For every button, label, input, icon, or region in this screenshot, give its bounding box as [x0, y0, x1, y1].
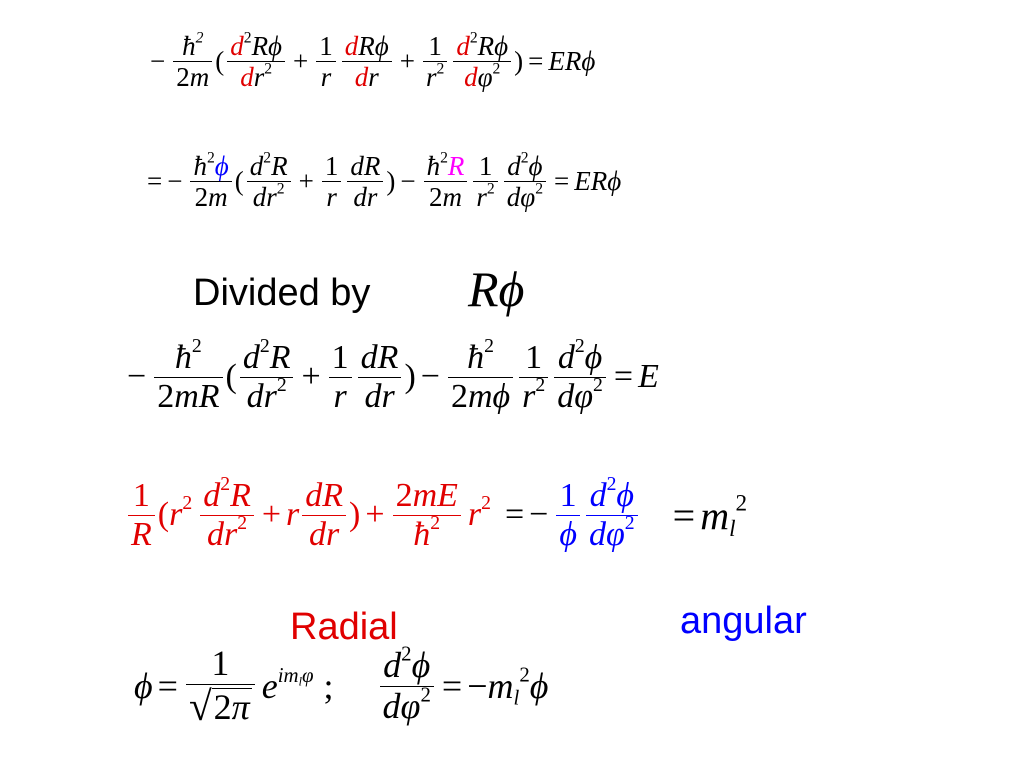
sqrt-symbol: √: [188, 682, 212, 729]
divisor-Rphi: Rϕ: [468, 261, 525, 317]
angular-label: angular: [680, 600, 807, 642]
rhs-ERphi: ERϕ: [548, 46, 596, 77]
divided-by-label: Divided by: [193, 272, 371, 314]
paren-open: (: [215, 46, 225, 77]
radial-label: Radial: [290, 606, 398, 648]
minus-sign: −: [150, 46, 166, 77]
fraction-1-over-sqrt-2pi: 1 √2π: [185, 644, 255, 729]
separation-constant: ml2: [700, 490, 748, 542]
